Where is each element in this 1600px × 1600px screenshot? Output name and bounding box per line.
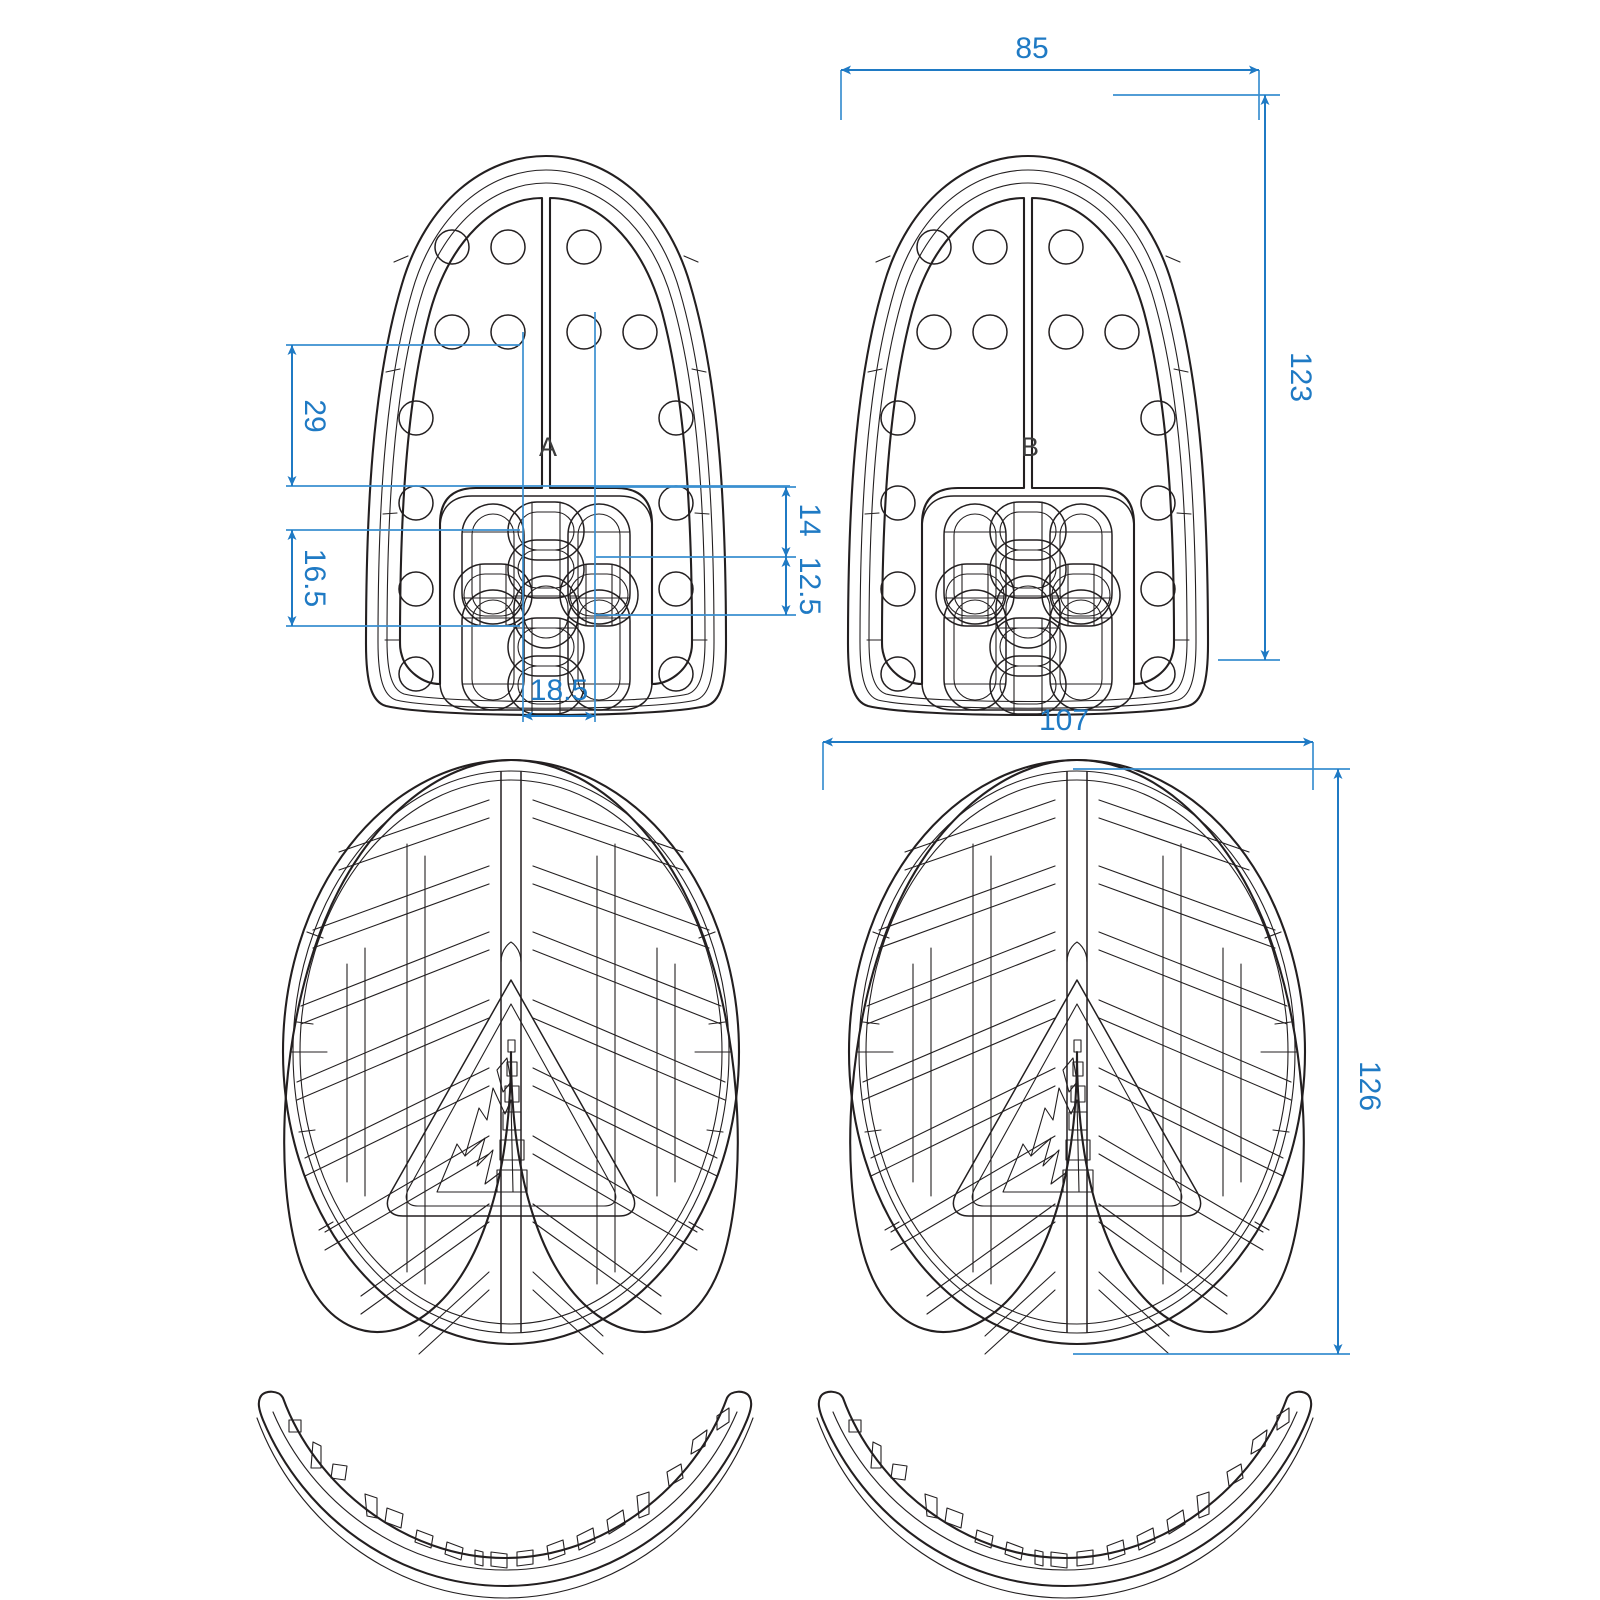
dimension-span-16p5 [286,529,520,627]
view-bottom-right-pad [847,758,1307,1356]
dimension-span-18p5-value: 18.5 [530,674,588,707]
callout-a-label: A [539,432,557,462]
dimension-span-16p5-value: 16.5 [298,549,331,607]
dimension-span-12p5 [596,557,796,616]
view-section-left [255,1390,755,1600]
dimension-height-top-value: 123 [1284,352,1317,402]
view-bottom-left-pad [281,758,741,1356]
dimension-span-14 [596,486,796,558]
dimension-width-bottom [822,737,1350,790]
callout-b-label: B [1021,432,1039,462]
dimension-span-29-value: 29 [298,399,331,432]
dimension-width-top [840,65,1280,120]
dimension-width-top-value: 85 [1015,32,1048,65]
dimension-height-bottom [1073,769,1350,1355]
view-section-right [815,1390,1315,1600]
dimension-width-bottom-value: 107 [1039,704,1089,737]
dimension-span-14-value: 14 [793,503,826,536]
dimension-span-18p5 [522,312,596,722]
dimension-span-12p5-value: 12.5 [793,557,826,615]
dimension-span-29 [286,344,790,487]
dimension-height-top [1218,95,1280,661]
dimension-height-bottom-value: 126 [1353,1061,1386,1111]
